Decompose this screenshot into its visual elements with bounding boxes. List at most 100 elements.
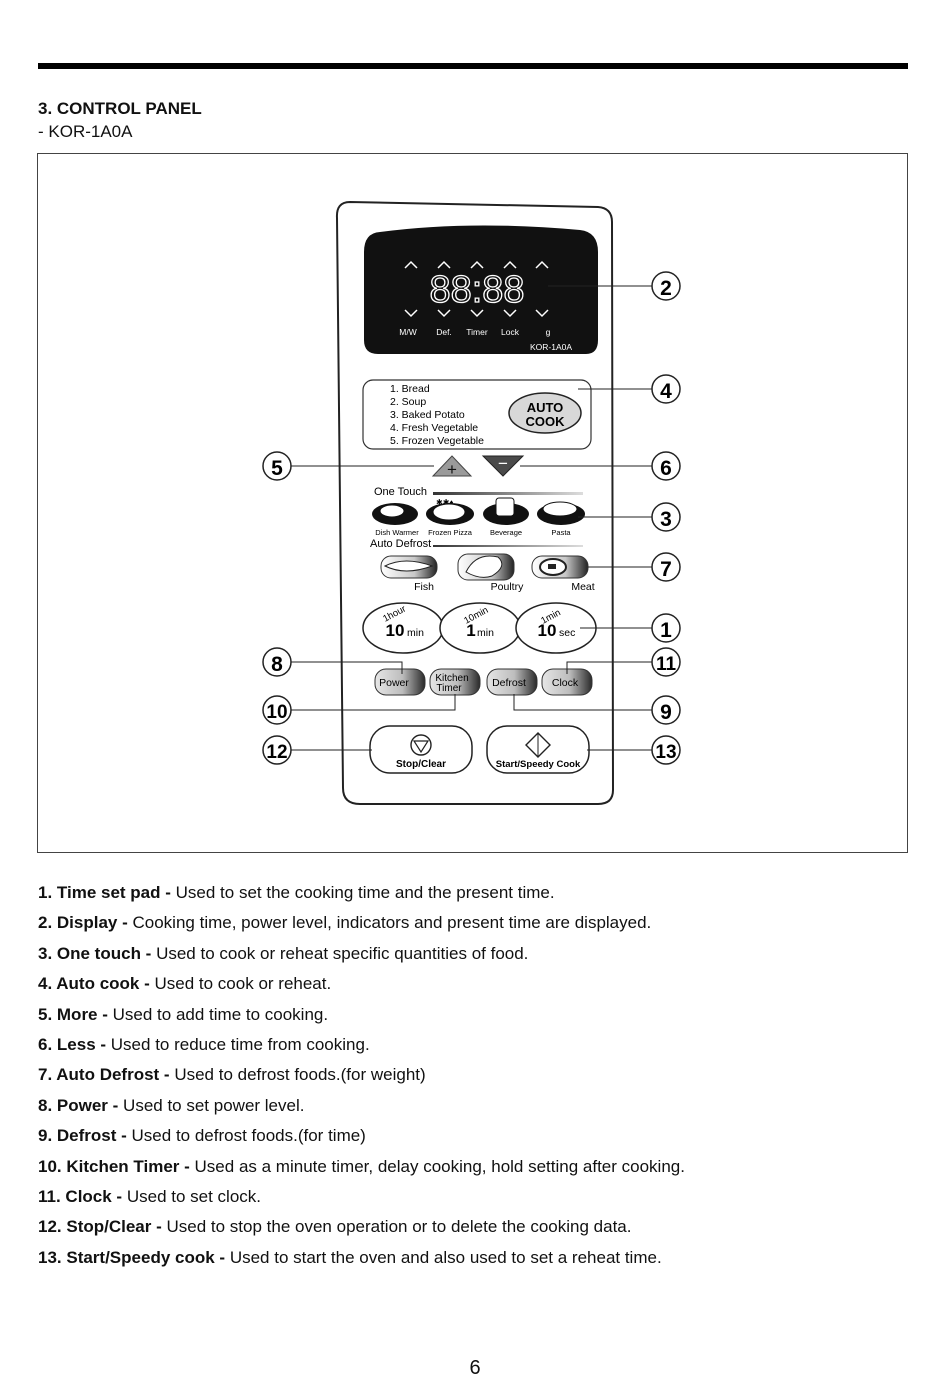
svg-text:8: 8 bbox=[271, 653, 283, 676]
description-term: 1. Time set pad - bbox=[38, 883, 171, 902]
auto-cook-label-2: COOK bbox=[526, 414, 566, 429]
description-text: Used to set power level. bbox=[123, 1095, 305, 1115]
callout-lines bbox=[290, 285, 652, 751]
meat-button[interactable] bbox=[531, 555, 589, 579]
description-text: Used to add time to cooking. bbox=[112, 1004, 329, 1024]
fish-label: Fish bbox=[414, 581, 434, 593]
poultry-label: Poultry bbox=[491, 581, 524, 593]
svg-text:4: 4 bbox=[660, 380, 672, 403]
pasta-button[interactable] bbox=[537, 501, 585, 525]
indicator-def: Def. bbox=[436, 327, 452, 337]
poultry-button[interactable] bbox=[457, 553, 515, 581]
dish-warmer-button[interactable] bbox=[372, 503, 418, 525]
svg-text:10: 10 bbox=[266, 702, 287, 723]
description-item: 2. Display - Cooking time, power level, … bbox=[38, 908, 685, 938]
description-item: 5. More - Used to add time to cooking. bbox=[38, 1000, 685, 1030]
section-title: 3. CONTROL PANEL bbox=[38, 99, 202, 118]
less-button[interactable]: − bbox=[481, 454, 525, 477]
frozen-pizza-button[interactable] bbox=[426, 503, 474, 525]
description-item: 7. Auto Defrost - Used to defrost foods.… bbox=[38, 1060, 685, 1090]
auto-cook-button[interactable]: AUTO COOK bbox=[508, 392, 582, 434]
callout-12: 12 bbox=[262, 735, 292, 765]
indicator-lock: Lock bbox=[501, 327, 520, 337]
description-term: 12. Stop/Clear - bbox=[38, 1217, 162, 1237]
auto-cook-menu-2: 2. Soup bbox=[390, 396, 426, 408]
description-text: Used to reduce time from cooking. bbox=[110, 1035, 370, 1055]
more-button[interactable]: + bbox=[431, 455, 473, 479]
display-digits: 88:88 bbox=[429, 269, 524, 311]
auto-cook-label-1: AUTO bbox=[527, 400, 564, 415]
clock-button[interactable]: Clock bbox=[541, 668, 593, 696]
callout-7: 7 bbox=[651, 552, 681, 582]
one-touch-label: One Touch bbox=[374, 486, 427, 498]
page-number: 6 bbox=[469, 1357, 481, 1379]
auto-cook-menu-5: 5. Frozen Vegetable bbox=[390, 435, 484, 447]
description-term: 13. Start/Speedy cook - bbox=[38, 1247, 226, 1267]
callout-5: 5 bbox=[262, 451, 292, 481]
time-pad-value-3: 10 bbox=[538, 621, 557, 640]
beverage-button[interactable] bbox=[483, 497, 529, 525]
kitchen-timer-label-1: Kitchen bbox=[435, 673, 468, 684]
defrost-button[interactable]: Defrost bbox=[486, 668, 538, 696]
time-pad-value-1: 10 bbox=[386, 621, 405, 640]
auto-cook-menu-3: 3. Baked Potato bbox=[390, 409, 465, 421]
callout-3: 3 bbox=[651, 502, 681, 532]
stop-icon bbox=[410, 734, 432, 756]
svg-text:7: 7 bbox=[660, 558, 672, 581]
description-text: Used to start the oven and also used to … bbox=[229, 1247, 662, 1267]
display: 88:88 M/W Def. Timer Lock g KOR-1A0A bbox=[364, 225, 598, 354]
frozen-marks: ✱✱♦ bbox=[436, 498, 454, 507]
indicator-mw: M/W bbox=[399, 327, 416, 337]
time-pad-unit-2: min bbox=[477, 627, 494, 639]
description-text: Used to stop the oven operation or to de… bbox=[166, 1217, 632, 1237]
description-term: 9. Defrost - bbox=[38, 1126, 127, 1146]
start-speedy-cook-label: Start/Speedy Cook bbox=[496, 759, 581, 770]
time-pad-10min-button[interactable]: 1hour 10 min bbox=[362, 602, 444, 654]
time-pad-unit-1: min bbox=[407, 627, 424, 639]
svg-text:13: 13 bbox=[655, 742, 676, 763]
callout-2: 2 bbox=[651, 271, 681, 301]
description-text: Used to defrost foods.(for weight) bbox=[174, 1065, 426, 1085]
pasta-label: Pasta bbox=[551, 528, 571, 537]
indicator-gram: g bbox=[546, 327, 551, 337]
callout-8: 8 bbox=[262, 647, 292, 677]
indicator-timer: Timer bbox=[466, 327, 488, 337]
fish-button[interactable] bbox=[380, 555, 438, 579]
control-panel-diagram: 88:88 M/W Def. Timer Lock g KOR-1A0A 1. … bbox=[262, 200, 681, 805]
header-rule bbox=[38, 63, 908, 69]
meat-label: Meat bbox=[571, 581, 594, 593]
time-pad-unit-3: sec bbox=[559, 627, 575, 639]
kitchen-timer-button[interactable]: Kitchen Timer bbox=[429, 668, 481, 696]
description-term: 3. One touch - bbox=[38, 943, 152, 963]
start-speedy-cook-button[interactable]: Start/Speedy Cook bbox=[486, 725, 590, 774]
description-item: 10. Kitchen Timer - Used as a minute tim… bbox=[38, 1152, 685, 1182]
less-symbol: − bbox=[498, 454, 508, 473]
description-text: Used to defrost foods.(for time) bbox=[131, 1126, 366, 1146]
svg-text:9: 9 bbox=[660, 701, 672, 724]
svg-text:6: 6 bbox=[660, 457, 672, 480]
time-set-pad: 1hour 10 min 10min 1 min 1min 10 sec bbox=[362, 602, 597, 654]
auto-cook-menu-1: 1. Bread bbox=[390, 383, 430, 395]
description-term: 4. Auto cook - bbox=[38, 974, 150, 994]
svg-text:1: 1 bbox=[660, 619, 672, 642]
time-pad-1min-button[interactable]: 10min 1 min bbox=[439, 602, 521, 654]
callout-11: 11 bbox=[651, 647, 681, 677]
description-item: 13. Start/Speedy cook - Used to start th… bbox=[38, 1243, 685, 1273]
callout-4: 4 bbox=[651, 374, 681, 404]
frozen-pizza-label: Frozen Pizza bbox=[428, 528, 473, 537]
callout-1: 1 bbox=[651, 613, 681, 643]
time-pad-value-2: 1 bbox=[466, 621, 475, 640]
display-model: KOR-1A0A bbox=[530, 342, 572, 352]
power-button[interactable]: Power bbox=[374, 668, 426, 696]
description-text: Used to set clock. bbox=[126, 1187, 262, 1207]
description-text: Used as a minute timer, delay cooking, h… bbox=[194, 1156, 685, 1176]
description-term: 10. Kitchen Timer - bbox=[38, 1156, 190, 1176]
defrost-label: Defrost bbox=[492, 677, 526, 689]
svg-text:3: 3 bbox=[660, 508, 672, 531]
callout-10: 10 bbox=[262, 695, 292, 725]
description-item: 11. Clock - Used to set clock. bbox=[38, 1182, 685, 1212]
one-touch-group: One Touch ✱✱♦ Dish Warmer Frozen Pizza B… bbox=[372, 486, 585, 537]
auto-defrost-label: Auto Defrost bbox=[370, 538, 431, 550]
stop-clear-button[interactable]: Stop/Clear bbox=[369, 725, 473, 774]
description-text: Used to set the cooking time and the pre… bbox=[175, 883, 555, 902]
